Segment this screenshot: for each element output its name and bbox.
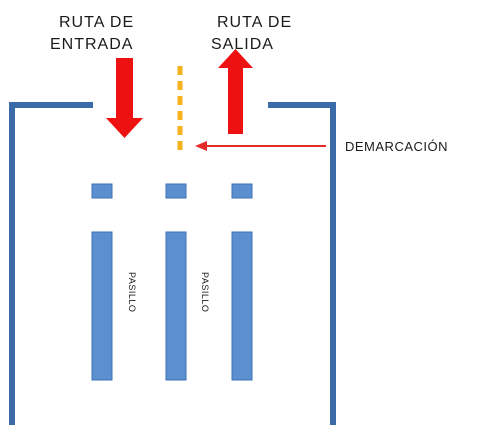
exit-route-arrow [218, 49, 253, 134]
entry-route-label-line1: RUTA DE [59, 14, 134, 31]
demarcation-pointer-arrow [195, 141, 326, 151]
entry-route-arrow [106, 58, 143, 138]
exit-route-label-line1: RUTA DE [217, 14, 292, 31]
rack-middle [165, 231, 187, 381]
exit-route-label-line2: SALIDA [211, 36, 274, 53]
wall-right-segment [268, 102, 336, 425]
rack-left [91, 231, 113, 381]
rack-block-right [231, 183, 253, 199]
warehouse-walls [9, 102, 336, 425]
rack-block-left [91, 183, 113, 199]
rack-right [231, 231, 253, 381]
wall-left-segment [9, 102, 93, 425]
demarcation-label: DEMARCACIÓN [345, 139, 448, 154]
entry-route-label-line2: ENTRADA [50, 36, 133, 53]
aisle-label-right: PASILLO [200, 272, 210, 312]
rack-block-middle [165, 183, 187, 199]
aisle-label-left: PASILLO [127, 272, 137, 312]
